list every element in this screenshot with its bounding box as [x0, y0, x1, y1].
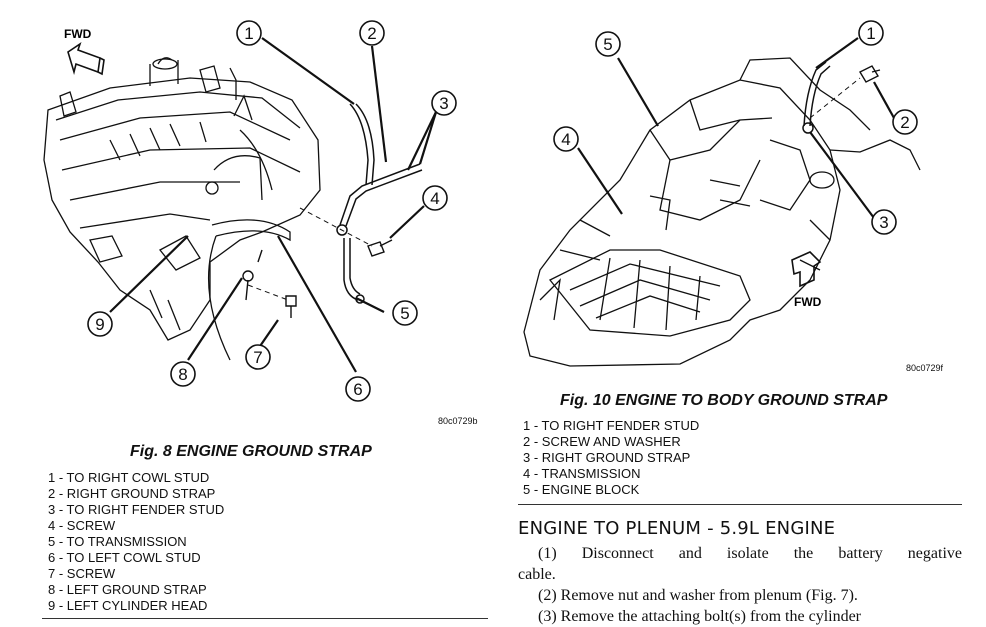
legend-item: 8 - LEFT GROUND STRAP [48, 582, 207, 597]
legend-item: 7 - SCREW [48, 566, 116, 581]
callout-number: 1 [866, 24, 875, 43]
callout-number: 4 [430, 189, 439, 208]
legend-item: 3 - TO RIGHT FENDER STUD [48, 502, 225, 517]
procedure-step-3: (3) Remove the attaching bolt(s) from th… [538, 608, 862, 625]
legend-item: 2 - SCREW AND WASHER [523, 434, 681, 449]
figure-10-caption: Fig. 10 ENGINE TO BODY GROUND STRAP [560, 392, 888, 409]
callout-8-icon [170, 361, 196, 387]
legend-item: 6 - TO LEFT COWL STUD [48, 550, 201, 565]
callout-1-icon [236, 20, 262, 46]
callout-4-icon [553, 126, 579, 152]
right-ground-strap [802, 61, 831, 134]
callout-number: 4 [561, 130, 570, 149]
procedure-step-2: (2) Remove nut and washer from plenum (F… [538, 587, 858, 604]
legend-item: 5 - ENGINE BLOCK [523, 482, 640, 497]
engine-drawing [43, 57, 321, 341]
callout-number: 9 [95, 315, 104, 334]
figure-10-legend: 1 - TO RIGHT FENDER STUD 2 - SCREW AND W… [523, 418, 699, 498]
callout-3-icon [431, 90, 457, 116]
figure-8-legend: 1 - TO RIGHT COWL STUD 2 - RIGHT GROUND … [48, 470, 224, 614]
right-ground-strap [336, 103, 423, 304]
callout-1-icon [858, 20, 884, 46]
section-heading: ENGINE TO PLENUM - 5.9L ENGINE [518, 518, 836, 539]
fwd-label: FWD [794, 295, 822, 309]
callout-number: 3 [879, 213, 888, 232]
screw-icon [367, 239, 393, 257]
fwd-arrow-icon [67, 42, 105, 76]
callout-number: 8 [178, 365, 187, 384]
figure-8-image-code: 80c0729b [438, 416, 478, 426]
procedure-text: (1) Disconnect and isolate the battery n… [518, 543, 962, 627]
legend-item: 4 - TRANSMISSION [523, 466, 641, 481]
callout-6-icon [345, 376, 371, 402]
figure-8-caption: Fig. 8 ENGINE GROUND STRAP [130, 443, 372, 460]
callout-5-icon [392, 300, 418, 326]
callout-number: 1 [244, 24, 253, 43]
legend-item: 2 - RIGHT GROUND STRAP [48, 486, 216, 501]
procedure-step-1-continued: cable. [518, 566, 556, 583]
callout-number: 7 [253, 348, 262, 367]
callout-2-icon [892, 109, 918, 135]
transmission-drawing [523, 57, 921, 367]
left-ground-strap [242, 249, 263, 301]
legend-item: 5 - TO TRANSMISSION [48, 534, 187, 549]
screw-icon [285, 295, 297, 318]
callout-5-icon [595, 31, 621, 57]
callout-9-icon [87, 311, 113, 337]
figure-10-illustration: FWD 1 2 3 4 5 [510, 0, 986, 385]
legend-item: 1 - TO RIGHT COWL STUD [48, 470, 210, 485]
callout-number: 3 [439, 94, 448, 113]
callout-number: 2 [900, 113, 909, 132]
callout-number: 5 [603, 35, 612, 54]
procedure-step-1: (1) Disconnect and isolate the battery n… [538, 545, 962, 562]
legend-item: 3 - RIGHT GROUND STRAP [523, 450, 691, 465]
callout-4-icon [422, 185, 448, 211]
divider [518, 504, 962, 505]
screw-icon [859, 65, 881, 83]
fwd-arrow-icon [791, 251, 822, 288]
callout-number: 5 [400, 304, 409, 323]
legend-item: 1 - TO RIGHT FENDER STUD [523, 418, 700, 433]
callout-7-icon [245, 344, 271, 370]
callout-2-icon [359, 20, 385, 46]
fwd-label: FWD [64, 27, 92, 41]
callout-number: 2 [367, 24, 376, 43]
callout-number: 6 [353, 380, 362, 399]
legend-item: 4 - SCREW [48, 518, 116, 533]
legend-item: 9 - LEFT CYLINDER HEAD [48, 598, 208, 613]
figure-8-illustration: FWD [0, 0, 500, 440]
divider [42, 618, 488, 619]
callout-3-icon [871, 209, 897, 235]
figure-10-image-code: 80c0729f [906, 363, 944, 373]
